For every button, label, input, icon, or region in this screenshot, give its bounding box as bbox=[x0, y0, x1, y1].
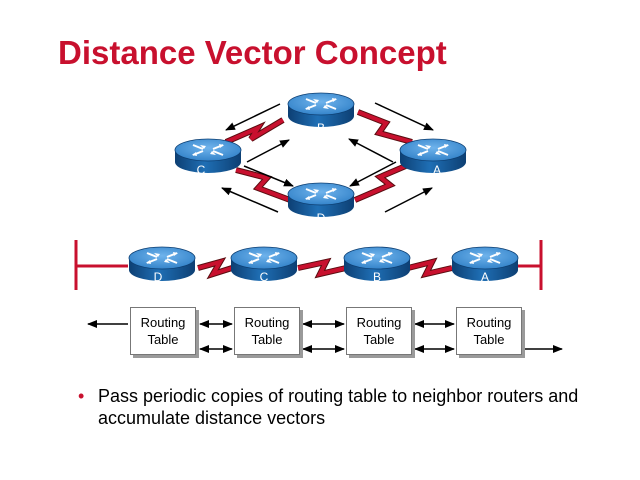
arrow-b-to-c bbox=[225, 103, 281, 131]
bullet-text: Pass periodic copies of routing table to… bbox=[98, 386, 579, 428]
router-c-label: C bbox=[197, 163, 206, 177]
router-row-a: A bbox=[451, 246, 519, 284]
arrow-c-to-b bbox=[246, 139, 290, 163]
router-row-d: D bbox=[128, 246, 196, 284]
network-edge-left bbox=[74, 240, 128, 290]
router-row-b: B bbox=[343, 246, 411, 284]
router-row-c: C bbox=[230, 246, 298, 284]
router-row-c-label: C bbox=[260, 270, 269, 284]
router-d-label: D bbox=[317, 211, 326, 225]
router-b: B bbox=[287, 92, 355, 135]
arrow-b-to-a bbox=[374, 102, 434, 131]
page-title: Distance Vector Concept bbox=[58, 34, 447, 71]
serial-link-c-b bbox=[224, 117, 285, 145]
arrow-d-to-a bbox=[384, 187, 433, 213]
serial-link-row-1 bbox=[197, 257, 233, 280]
router-row-a-label: A bbox=[481, 270, 489, 284]
router-a-label: A bbox=[433, 163, 441, 177]
bullet-point: • Pass periodic copies of routing table … bbox=[78, 385, 598, 429]
arrow-a-to-d bbox=[349, 161, 397, 187]
serial-link-row-2 bbox=[297, 257, 347, 279]
router-c: C bbox=[174, 138, 242, 177]
router-icon bbox=[174, 138, 242, 174]
serial-link-c-d bbox=[235, 167, 292, 203]
arrow-c-to-d bbox=[243, 165, 294, 187]
serial-link-b-a bbox=[356, 109, 413, 145]
serial-link-row-3 bbox=[407, 257, 453, 279]
serial-link-a-d bbox=[353, 162, 410, 203]
router-b-label: B bbox=[317, 121, 325, 135]
arrow-a-to-b bbox=[348, 138, 394, 163]
network-edge-right bbox=[516, 240, 543, 290]
router-row-b-label: B bbox=[373, 270, 381, 284]
router-d: D bbox=[287, 182, 355, 225]
router-row-d-label: D bbox=[154, 270, 163, 284]
bullet-dot-icon: • bbox=[78, 386, 85, 406]
arrow-d-to-c bbox=[221, 187, 279, 213]
router-a: A bbox=[399, 138, 467, 177]
